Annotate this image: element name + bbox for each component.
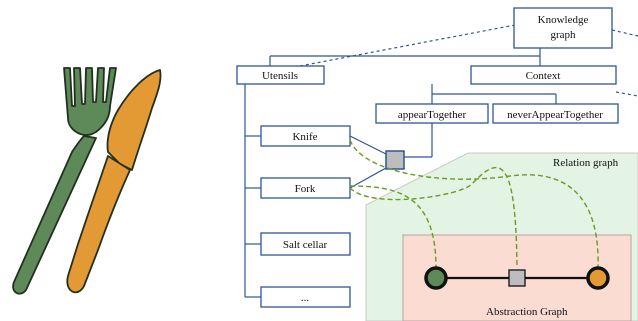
knowledge-graph-label-line2: graph [550,29,576,41]
knowledge-graph-box [513,7,613,49]
abstraction-graph-label: Abstraction Graph [486,306,568,318]
abstraction-relation-node [508,269,526,287]
salt-cellar-label: Salt cellar [283,239,328,251]
fork-abstraction-node [424,266,448,290]
relation-node [385,150,405,170]
context-label: Context [526,70,561,82]
ellipsis-label: ... [301,292,310,304]
fork-label: Fork [295,183,316,195]
never-appear-together-box [492,103,619,124]
never-appear-together-label: neverAppearTogether [507,109,603,121]
utensils-box [236,65,325,85]
tree-dotted-extensions [299,24,638,97]
appear-together-box [375,103,489,124]
utensils-label: Utensils [262,70,298,82]
fork-icon [12,67,117,295]
appear-together-label: appearTogether [398,109,467,121]
knowledge-graph-label-line1: Knowledge [538,14,589,26]
tree-connectors [244,48,557,298]
knife-abstraction-node [586,266,610,290]
relation-graph-label: Relation graph [553,157,619,169]
knife-box [260,125,351,147]
dashed-links [349,139,599,269]
knife-label: Knife [292,131,317,143]
knife-icon [66,69,162,294]
context-box [470,65,617,85]
utensils-illustration [12,67,162,295]
ellipsis-box [260,286,351,308]
salt-cellar-box [260,232,351,256]
